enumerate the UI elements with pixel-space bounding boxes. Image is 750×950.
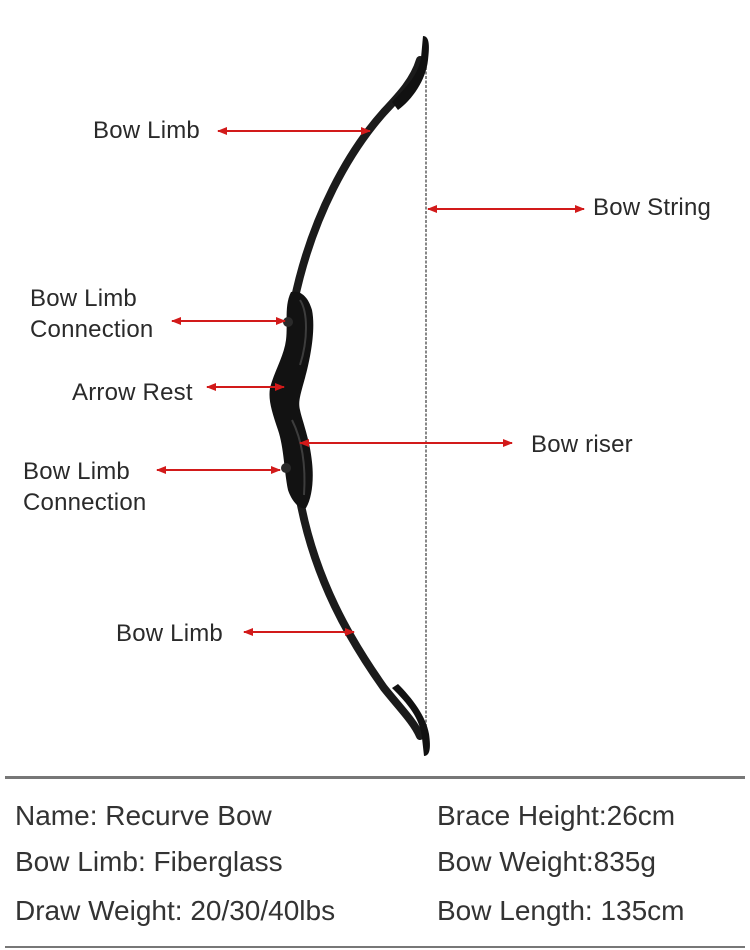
label-bow-string: Bow String [593,192,711,223]
label-text: Bow Limb [30,285,137,312]
label-text: Connection [30,316,154,343]
label-bow-limb-bottom: Bow Limb [116,618,223,649]
upper-limb-tip [392,36,429,110]
divider-top [5,776,745,779]
riser-highlight [299,299,307,366]
spec-bow-length: Bow Length: 135cm [437,895,685,926]
label-limb-connection-bottom: Bow Limb Connection [23,456,146,518]
label-text: Bow Limb [93,117,200,144]
label-text: Bow riser [531,431,633,458]
limb-bolt-bottom [281,463,291,473]
spec-bow-weight: Bow Weight:835g [437,846,656,877]
label-text: Arrow Rest [72,379,193,406]
spec-draw-weight: Draw Weight: 20/30/40lbs [15,895,336,926]
label-limb-connection-top: Bow Limb Connection [30,283,153,345]
label-text: Connection [23,489,147,516]
label-bow-riser: Bow riser [531,429,633,460]
label-text: Bow Limb [23,458,130,485]
bow-diagram [156,36,585,756]
divider-bottom [5,946,745,948]
riser-highlight [291,419,306,496]
label-text: Bow String [593,194,712,221]
spec-bow-limb: Bow Limb: Fiberglass [15,846,283,877]
label-text: Bow Limb [116,620,223,647]
label-bow-limb-top: Bow Limb [93,115,200,146]
lower-limb-tip [392,684,430,756]
spec-brace-height: Brace Height:26cm [437,800,676,831]
lower-limb [296,496,424,740]
spec-name: Name: Recurve Bow [15,800,272,831]
label-arrow-rest: Arrow Rest [72,377,193,408]
